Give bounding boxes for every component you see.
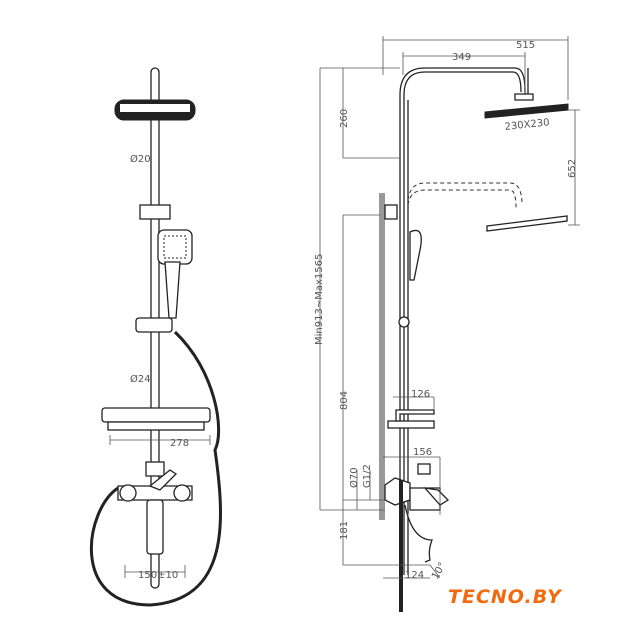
dim-spout-reach: 124 <box>405 570 424 581</box>
front-hand-shower-head <box>157 229 193 265</box>
front-view: Ø20 Ø24 278 150±10 <box>89 67 222 607</box>
dim-arm-height: 260 <box>339 109 350 128</box>
dim-mixer-depth: 156 <box>413 447 432 458</box>
wall <box>379 193 385 520</box>
side-spout <box>404 504 433 563</box>
side-wall-bracket <box>384 204 398 220</box>
dim-head-size: 230X230 <box>504 117 550 133</box>
dim-flange-diameter: Ø70 <box>348 467 360 488</box>
front-shelf-base <box>107 421 205 431</box>
dim-shelf-width: 278 <box>170 438 189 449</box>
dim-bracket-height: 804 <box>339 391 350 410</box>
front-hose <box>89 330 222 607</box>
side-slider <box>398 316 410 328</box>
side-shelf <box>387 420 435 429</box>
side-hand-shower <box>409 229 422 281</box>
front-wall-bracket <box>139 204 171 220</box>
dim-spout-height: 181 <box>339 521 350 540</box>
front-spout <box>146 499 164 555</box>
dim-thread: G1/2 <box>362 464 373 488</box>
dim-mixer-spacing: 150±10 <box>138 570 178 581</box>
front-mixer-handle <box>148 469 178 491</box>
dim-lower-rail-diameter: Ø24 <box>130 373 151 385</box>
dim-spout-angle: 10° <box>430 561 448 582</box>
front-hand-shower-handle <box>164 261 181 319</box>
side-mixer-flange <box>384 477 411 506</box>
dim-height-range: Min913~Max1565 <box>314 254 325 345</box>
dim-head-adjust: 652 <box>567 159 578 178</box>
dim-shelf-depth: 126 <box>411 389 430 400</box>
dim-arm-reach: 349 <box>452 52 471 63</box>
tecno-by-logo: TECNO.BY <box>448 586 562 608</box>
side-mixer-lever <box>423 487 450 506</box>
side-overhead-lowered <box>486 215 568 232</box>
side-view: 515 349 230X230 260 652 Min913~Max1565 8… <box>314 36 580 612</box>
front-shelf <box>101 407 211 423</box>
dim-total-width: 515 <box>516 40 535 51</box>
dim-rail-diameter: Ø20 <box>130 153 151 165</box>
side-diverter <box>417 463 431 475</box>
front-mixer-body <box>117 485 193 501</box>
front-diverter <box>145 461 165 477</box>
front-slider <box>135 317 173 333</box>
